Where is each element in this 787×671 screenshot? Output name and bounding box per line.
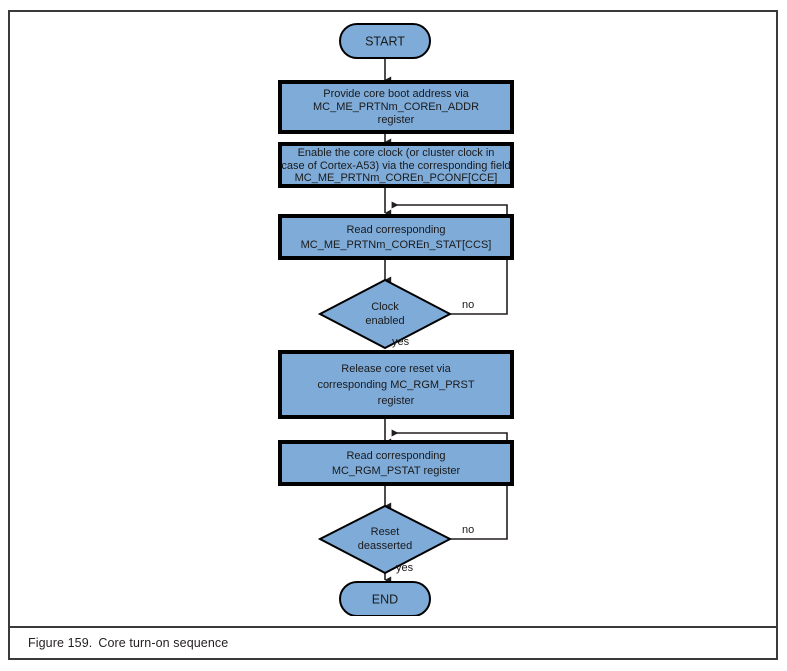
enable-clock-line-2: case of Cortex-A53) via the correspondin… [281, 160, 510, 172]
node-clock-enabled-decision[interactable]: Clock enabled no yes [317, 278, 474, 350]
clock-no-label: no [462, 299, 474, 311]
read-pstat-line-1: Read corresponding [346, 450, 445, 462]
enable-clock-line-1: Enable the core clock (or cluster clock … [298, 147, 495, 159]
reset-no-label: no [462, 524, 474, 536]
read-stat-line-2: MC_ME_PRTNm_COREn_STAT[CCS] [301, 239, 492, 251]
figure-caption-title: Core turn-on sequence [98, 636, 229, 650]
reset-deasserted-decision-shape [317, 504, 453, 575]
node-read-stat[interactable]: Read corresponding MC_ME_PRTNm_COREn_STA… [278, 214, 514, 260]
enable-clock-process-shape [278, 142, 514, 188]
reset-deasserted-line-1: Reset [371, 526, 400, 538]
node-release-reset[interactable]: Release core reset via corresponding MC_… [278, 350, 514, 419]
figure-frame: START Provide core boot address via MC_M… [8, 10, 778, 660]
node-reset-deasserted-decision[interactable]: Reset deasserted no yes [317, 504, 474, 575]
figure-caption: Figure 159. Core turn-on sequence [28, 636, 758, 658]
node-end[interactable]: END [339, 581, 431, 616]
start-label: START [365, 34, 405, 48]
node-enable-clock[interactable]: Enable the core clock (or cluster clock … [278, 142, 514, 188]
clock-enabled-decision-shape [317, 278, 453, 350]
flowchart-canvas: START Provide core boot address via MC_M… [278, 23, 514, 616]
end-terminator-shape [339, 581, 431, 616]
release-reset-line-1: Release core reset via [341, 363, 451, 375]
release-reset-line-3: register [378, 395, 415, 407]
boot-address-process-shape [278, 80, 514, 134]
enable-clock-line-3: MC_ME_PRTNm_COREn_PCONF[CCE] [295, 172, 498, 184]
clock-enabled-line-1: Clock [371, 301, 399, 313]
read-stat-line-1: Read corresponding [346, 224, 445, 236]
release-reset-line-2: corresponding MC_RGM_PRST [317, 379, 474, 391]
caption-separator [10, 626, 776, 628]
boot-address-line-3: register [378, 114, 415, 126]
start-terminator-shape [339, 23, 431, 59]
reset-yes-label: yes [396, 562, 414, 574]
node-start[interactable]: START [339, 23, 431, 59]
node-boot-address[interactable]: Provide core boot address via MC_ME_PRTN… [278, 80, 514, 134]
clock-enabled-line-2: enabled [365, 315, 404, 327]
boot-address-line-1: Provide core boot address via [323, 88, 469, 100]
read-pstat-line-2: MC_RGM_PSTAT register [332, 465, 461, 477]
clock-yes-label: yes [392, 336, 410, 348]
boot-address-line-2: MC_ME_PRTNm_COREn_ADDR [313, 101, 479, 113]
node-read-pstat[interactable]: Read corresponding MC_RGM_PSTAT register [278, 440, 514, 486]
reset-deasserted-line-2: deasserted [358, 540, 412, 552]
release-reset-process-shape [278, 350, 514, 419]
read-stat-process-shape [278, 214, 514, 260]
end-label: END [372, 592, 398, 606]
read-pstat-process-shape [278, 440, 514, 486]
figure-caption-number: Figure 159. [28, 636, 93, 650]
